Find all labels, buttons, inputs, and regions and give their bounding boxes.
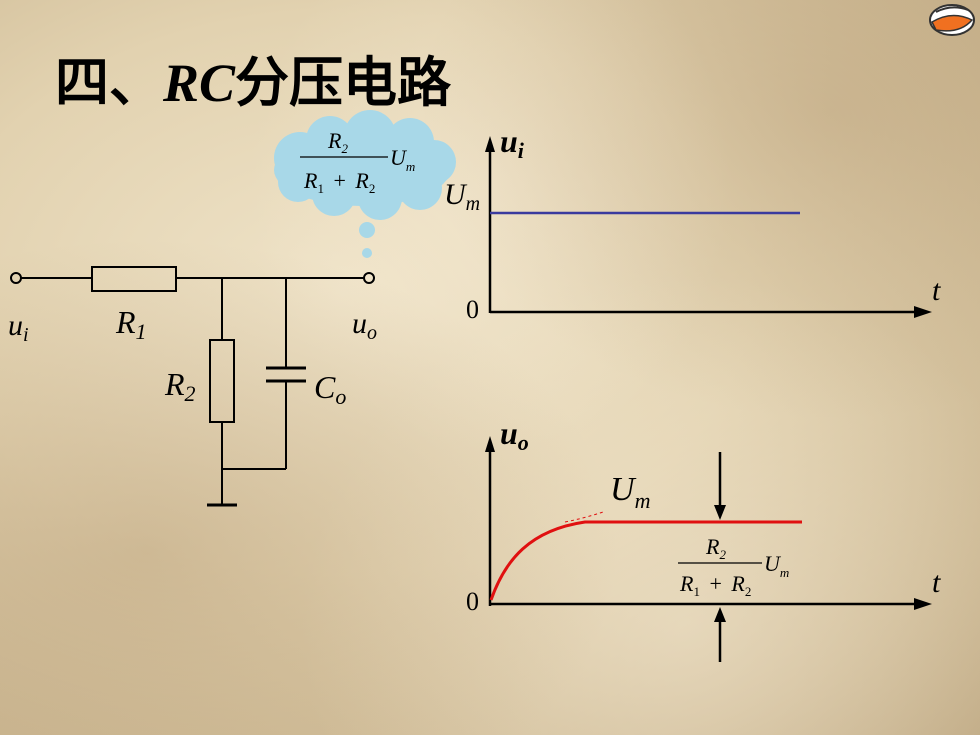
x-axis-arrow-icon: [914, 598, 932, 610]
top-y-label: ui: [500, 123, 525, 163]
peak-indicator: [564, 511, 604, 523]
capacitor-label: Co: [314, 369, 346, 409]
input-terminal: [10, 272, 22, 284]
r1-label: R1: [115, 304, 147, 344]
bottom-t-label: t: [932, 566, 941, 599]
circuit-diagram: [10, 266, 375, 507]
bubble-formula: R2 R1 + R2 Um: [300, 128, 415, 198]
formula-um: Um: [390, 145, 415, 174]
bottom-um-label: Um: [610, 471, 650, 513]
x-axis-arrow-icon: [914, 306, 932, 318]
y-axis-arrow-icon: [485, 436, 495, 452]
top-zero-label: 0: [466, 295, 479, 324]
resistor-r1: [91, 266, 177, 292]
output-terminal: [363, 272, 375, 284]
formula-numerator: R2: [705, 534, 726, 562]
formula-denominator: R1 + R2: [679, 571, 751, 601]
y-axis-arrow-icon: [485, 136, 495, 152]
output-response-curve: [489, 520, 802, 601]
top-um-label: Um: [444, 178, 480, 215]
corner-logo-icon: [929, 4, 975, 36]
page-title: 四、RC分压电路: [55, 51, 452, 114]
top-graph: [485, 136, 932, 318]
resistor-r2: [209, 339, 235, 423]
top-t-label: t: [932, 274, 941, 307]
formula-denominator: R1 + R2: [303, 168, 375, 198]
bottom-zero-label: 0: [466, 587, 479, 616]
up-arrow-icon: [714, 607, 726, 622]
steady-state-formula: R2 R1 + R2 Um: [678, 534, 789, 601]
bottom-y-label: uo: [500, 415, 529, 455]
thought-bubble: [274, 110, 456, 258]
input-label: ui: [8, 309, 29, 346]
r2-label: R2: [164, 366, 196, 406]
formula-numerator: R2: [327, 128, 348, 156]
formula-um: Um: [764, 551, 789, 580]
down-arrow-icon: [714, 505, 726, 520]
output-label: uo: [352, 307, 377, 344]
bottom-graph: [485, 436, 932, 662]
